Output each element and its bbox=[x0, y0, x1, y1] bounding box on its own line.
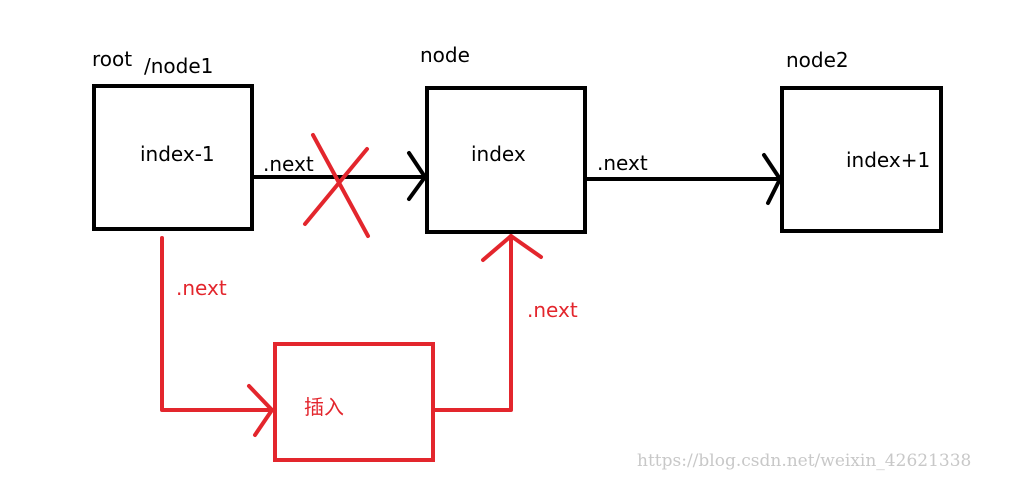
arrowhead-inserted-to-current bbox=[481, 234, 543, 262]
watermark-text: https://blog.csdn.net/weixin_42621338 bbox=[637, 451, 971, 471]
node-caption: node bbox=[420, 43, 470, 67]
node-box-next bbox=[780, 86, 943, 233]
node2-caption: node2 bbox=[786, 48, 849, 72]
arrow-inserted-to-current bbox=[431, 234, 513, 412]
arrowhead-prev-to-current bbox=[407, 151, 427, 201]
edge-label-current-to-next: .next bbox=[597, 151, 648, 175]
root-caption: root bbox=[92, 47, 132, 71]
delete-cross-stroke-1 bbox=[311, 133, 370, 238]
arrowhead-current-to-next bbox=[762, 153, 782, 205]
arrowhead-prev-to-inserted bbox=[247, 384, 274, 437]
node1-caption: /node1 bbox=[144, 54, 213, 78]
edge-label-prev-to-inserted: .next bbox=[176, 276, 227, 300]
node-next-content: index+1 bbox=[846, 148, 930, 172]
node-current-content: index bbox=[471, 142, 526, 166]
node-box-current bbox=[425, 86, 587, 234]
arrow-prev-to-inserted bbox=[160, 236, 274, 412]
inserted-node-content: 插入 bbox=[304, 395, 344, 419]
edge-label-prev-to-current: .next bbox=[263, 152, 314, 176]
edge-label-inserted-to-current: .next bbox=[527, 298, 578, 322]
inserted-node-box bbox=[273, 342, 435, 462]
delete-cross-stroke-2 bbox=[303, 147, 369, 226]
node-prev-content: index-1 bbox=[140, 142, 215, 166]
node-box-prev bbox=[92, 84, 254, 231]
